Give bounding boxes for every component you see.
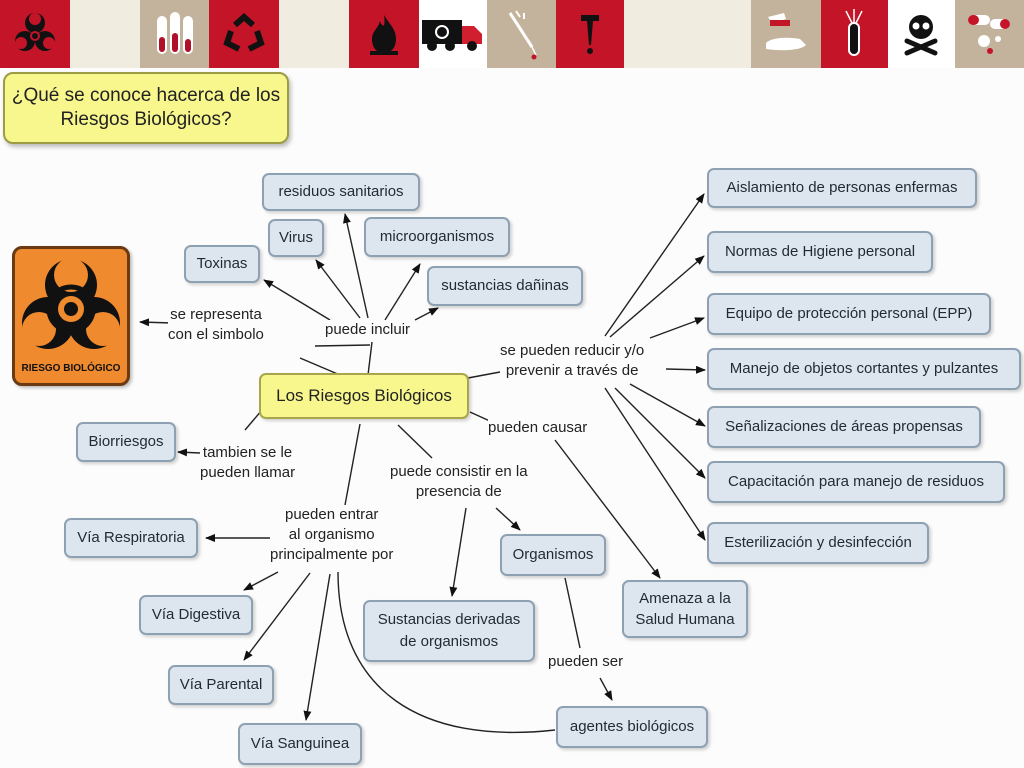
link-text: presencia de — [415, 483, 502, 500]
pills-icon — [954, 0, 1024, 68]
sign-label: RIESGO BIOLÓGICO — [21, 363, 121, 374]
concept-via-respiratoria[interactable]: Vía Respiratoria — [64, 518, 198, 558]
concept-via-sanguinea[interactable]: Vía Sanguinea — [238, 723, 362, 765]
concept-virus[interactable]: Virus — [268, 219, 324, 257]
link-se-representa: se representa con el simbolo — [168, 305, 264, 345]
recycle-icon — [209, 0, 280, 68]
banner-blank-tile — [692, 0, 752, 68]
concept-esterilizacion[interactable]: Esterilización y desinfección — [707, 522, 929, 564]
skull-icon — [887, 0, 955, 68]
link-pueden-entrar: pueden entrar al organismo principalment… — [270, 505, 394, 565]
concept-sustancias-daninas[interactable]: sustancias dañinas — [427, 266, 583, 306]
corrosive-icon — [751, 0, 821, 68]
concept-normas-higiene[interactable]: Normas de Higiene personal — [707, 231, 933, 273]
needle-icon — [556, 0, 624, 68]
biohazard-truck-icon — [419, 0, 488, 68]
link-text: puede consistir en la — [390, 463, 528, 480]
question-line-1: ¿Qué se conoce hacerca de los — [11, 85, 281, 106]
flame-icon — [349, 0, 420, 68]
concept-via-parental[interactable]: Vía Parental — [168, 665, 274, 705]
concept-senalizaciones[interactable]: Señalizaciones de áreas propensas — [707, 406, 981, 448]
node-line: Amenaza a la — [639, 590, 731, 607]
concept-epp[interactable]: Equipo de protección personal (EPP) — [707, 293, 991, 335]
concept-toxinas[interactable]: Toxinas — [184, 245, 260, 283]
link-pueden-ser: pueden ser — [548, 652, 624, 672]
biohazard-icon — [22, 258, 120, 349]
link-text: puede incluir — [325, 321, 411, 338]
concept-via-digestiva[interactable]: Vía Digestiva — [139, 595, 253, 635]
banner-blank-tile — [623, 0, 693, 68]
link-text: pueden ser — [548, 653, 624, 670]
banner-blank-tile — [70, 0, 141, 68]
link-text: se representa — [170, 306, 262, 323]
link-se-pueden-reducir: se pueden reducir y/o prevenir a través … — [500, 341, 645, 381]
concept-biorriesgos[interactable]: Biorriesgos — [76, 422, 176, 462]
concept-residuos-sanitarios[interactable]: residuos sanitarios — [262, 173, 420, 211]
link-text: se pueden reducir y/o — [500, 342, 645, 359]
node-line: Sustancias derivadas — [377, 611, 521, 628]
link-pueden-causar: pueden causar — [488, 418, 588, 438]
main-concept[interactable]: Los Riesgos Biológicos — [259, 373, 469, 419]
link-tambien: tambien se le pueden llamar — [200, 443, 296, 483]
concept-aislamiento[interactable]: Aislamiento de personas enfermas — [707, 168, 977, 208]
concept-organismos[interactable]: Organismos — [500, 534, 606, 576]
question-line-2: Riesgos Biológicos? — [60, 109, 232, 130]
test-tube-icon — [820, 0, 888, 68]
concept-capacitacion[interactable]: Capacitación para manejo de residuos — [707, 461, 1005, 503]
concept-microorganismos[interactable]: microorganismos — [364, 217, 510, 257]
link-text: pueden entrar — [285, 506, 379, 523]
link-puede-incluir: puede incluir — [325, 320, 411, 340]
link-text: tambien se le — [202, 444, 293, 461]
link-text: prevenir a través de — [505, 362, 639, 379]
hazard-icon-banner — [0, 0, 1024, 68]
link-text: principalmente por — [270, 546, 394, 563]
concept-manejo-objetos[interactable]: Manejo de objetos cortantes y pulzantes — [707, 348, 1021, 390]
link-text: con el simbolo — [168, 326, 264, 343]
biohazard-sign: RIESGO BIOLÓGICO — [12, 246, 130, 386]
link-text: pueden llamar — [200, 464, 296, 481]
blood-tubes-icon — [140, 0, 210, 68]
node-line: de organismos — [399, 633, 499, 650]
node-line: Salud Humana — [635, 611, 735, 628]
syringe-icon — [487, 0, 557, 68]
concept-amenaza-salud[interactable]: Amenaza a la Salud Humana — [622, 580, 748, 638]
link-text: pueden causar — [488, 419, 588, 436]
banner-blank-tile — [279, 0, 350, 68]
concept-sustancias-derivadas[interactable]: Sustancias derivadas de organismos — [363, 600, 535, 662]
concept-agentes-biologicos[interactable]: agentes biológicos — [556, 706, 708, 748]
link-text: al organismo — [288, 526, 375, 543]
biohazard-icon — [0, 0, 71, 68]
question-box: ¿Qué se conoce hacerca de los Riesgos Bi… — [3, 72, 289, 144]
link-puede-consistir: puede consistir en la presencia de — [390, 462, 528, 502]
